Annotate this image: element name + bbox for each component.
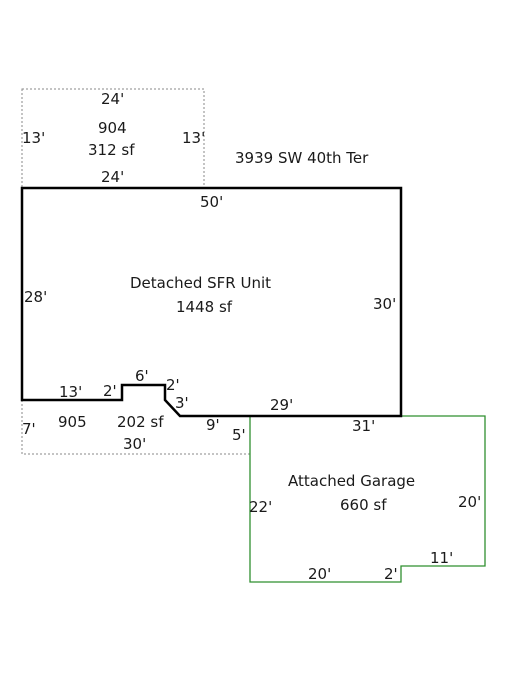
garage-outline (249, 415, 486, 583)
area-905-size: 202 sf (117, 413, 164, 431)
garage-bottom-right-dim: 11' (430, 549, 453, 567)
garage-size: 660 sf (340, 496, 387, 514)
area-904-top-dim: 24' (101, 90, 124, 108)
main-left-dim: 28' (24, 288, 47, 306)
main-right-dim: 30' (373, 295, 396, 313)
area-904-right-dim: 13' (182, 129, 205, 147)
garage-notch-dim: 2' (384, 565, 398, 583)
area-904-left-dim: 13' (22, 129, 45, 147)
area-905-right-dim: 5' (232, 426, 246, 444)
main-top-dim: 50' (200, 193, 223, 211)
area-904-bottom-dim: 24' (101, 168, 124, 186)
main-step-up-dim: 2' (103, 382, 117, 400)
garage-left-dim: 22' (249, 498, 272, 516)
area-904-name: 904 (98, 119, 127, 137)
area-905-name: 905 (58, 413, 87, 431)
main-name: Detached SFR Unit (130, 274, 271, 292)
main-unit-outline (20, 186, 403, 418)
garage-right-dim: 20' (458, 493, 481, 511)
garage-top-dim: 31' (352, 417, 375, 435)
area-905-left-dim: 7' (22, 420, 36, 438)
main-step-top-dim: 6' (135, 367, 149, 385)
main-bottom-right-dim: 29' (270, 396, 293, 414)
main-step-down-dim: 2' (166, 376, 180, 394)
address-label: 3939 SW 40th Ter (235, 149, 369, 167)
area-905-bottom-dim: 30' (123, 435, 146, 453)
garage-bottom-left-dim: 20' (308, 565, 331, 583)
main-inner-bottom-dim: 9' (206, 416, 220, 434)
main-bottom-left-dim: 13' (59, 383, 82, 401)
area-904-size: 312 sf (88, 141, 135, 159)
main-diagonal-dim: 3' (175, 394, 189, 412)
garage-name: Attached Garage (288, 472, 415, 490)
main-size: 1448 sf (176, 298, 233, 316)
